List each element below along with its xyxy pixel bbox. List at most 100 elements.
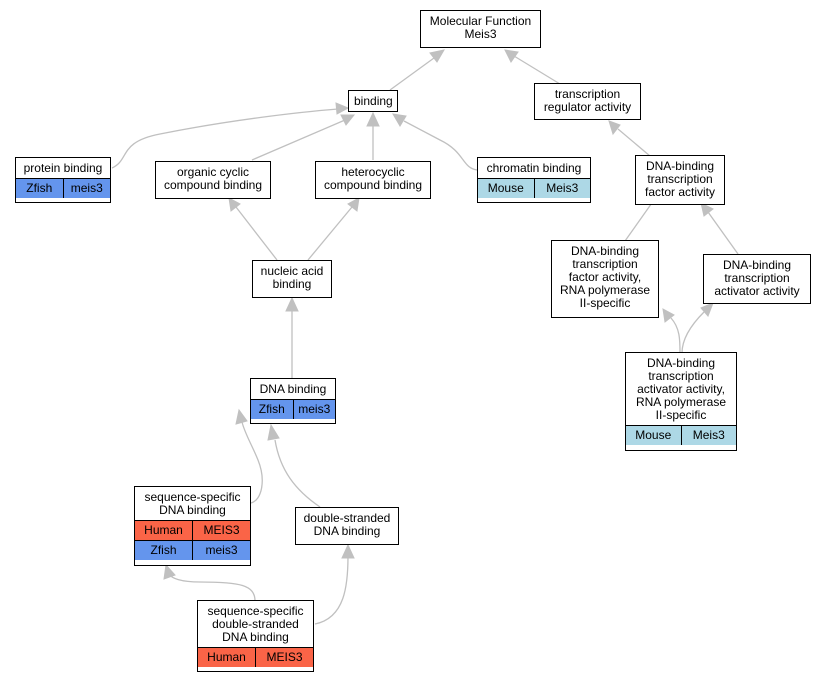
arrowhead [340, 114, 356, 126]
node-label-line: Meis3 [464, 27, 497, 41]
node-label-line: factor activity, [568, 270, 642, 284]
node-label-line: organic cyclic [176, 165, 250, 179]
gene-cell: meis3 [292, 400, 335, 419]
node-label-line: binding [354, 94, 393, 108]
node-label-line: II-specific [579, 296, 631, 310]
node-label-line: compound binding [323, 178, 423, 192]
species-cell: Mouse [626, 426, 681, 445]
arrowhead [347, 197, 360, 212]
node-protein-binding[interactable]: protein binding Zfish meis3 [15, 157, 111, 203]
node-label-line: transcription [572, 257, 638, 271]
arrowhead [608, 120, 621, 136]
node-label-line: RNA polymerase [635, 395, 727, 409]
gene-cell: Meis3 [533, 179, 590, 198]
node-label-line: DNA binding [313, 524, 381, 538]
node-chromatin-binding[interactable]: chromatin binding Mouse Meis3 [477, 157, 591, 203]
edge-nucleic-acid-to-organic-cyclic [235, 206, 278, 261]
arrowhead [341, 543, 355, 559]
node-label-line: sequence-specific [207, 604, 304, 618]
arrowhead [392, 113, 407, 127]
arrowhead [662, 308, 675, 323]
node-label-line: nucleic acid [260, 264, 324, 278]
annotation-row: Mouse Meis3 [478, 178, 590, 198]
node-label-line: RNA polymerase [559, 283, 651, 297]
arrowhead [700, 302, 714, 317]
annotation-row: Human MEIS3 [198, 647, 313, 667]
arrowhead [504, 49, 519, 63]
gene-cell: meis3 [62, 179, 110, 198]
edge-organic-cyclic-to-binding [251, 119, 346, 161]
annotation-row: Zfish meis3 [16, 178, 110, 198]
species-cell: Human [198, 648, 255, 667]
node-label-line: DNA binding [222, 630, 289, 644]
edge-seq-specific-ds-to-double-stranded [314, 555, 349, 625]
edge-chromatin-to-binding [403, 120, 478, 171]
edge-dbta-pol2-to-dbtf-pol2 [670, 317, 681, 354]
node-label-line: sequence-specific [144, 490, 241, 504]
annotation-row: Mouse Meis3 [626, 425, 736, 445]
arrowhead [163, 563, 176, 580]
edge-dbta-pol2-to-dbta [681, 311, 705, 354]
node-label-line: compound binding [163, 178, 263, 192]
node-dna-binding[interactable]: DNA binding Zfish meis3 [250, 378, 336, 424]
node-label-line: double-stranded [303, 511, 391, 525]
node-label-line: heterocyclic [341, 165, 405, 179]
node-label-line: DNA-binding [570, 244, 640, 258]
arrowhead [267, 423, 280, 441]
annotation-row: Zfish meis3 [135, 540, 250, 560]
edge-seq-specific-ds-to-seq-specific [169, 574, 256, 602]
edge-dbtf-to-transcription-regulator [617, 128, 651, 157]
node-label-line: regulator activity [543, 100, 632, 114]
node-label-line: transcription [724, 271, 790, 285]
arrowhead [700, 202, 714, 217]
arrowhead [429, 49, 446, 63]
gene-cell: Meis3 [680, 426, 736, 445]
arrowhead [285, 296, 299, 312]
node-label-line: DNA binding [159, 503, 226, 517]
edge-binding-to-root [389, 57, 435, 91]
node-label-line: activator activity, [637, 382, 725, 396]
node-label-line: Molecular Function [429, 14, 532, 28]
species-cell: Zfish [251, 400, 293, 419]
node-label-line: II-specific [655, 408, 707, 422]
edge-double-stranded-to-dna-binding [274, 439, 321, 508]
edge-dbta-to-dbtf [707, 211, 739, 255]
edge-nucleic-acid-to-heterocyclic [307, 206, 353, 261]
edge-protein-binding-to-binding [111, 108, 339, 169]
node-label-line: chromatin binding [486, 161, 582, 175]
node-label-line: transcription [648, 369, 714, 383]
node-label-line: factor activity [644, 185, 716, 199]
node-label-line: double-stranded [212, 617, 299, 631]
arrowhead [235, 408, 248, 425]
node-label-line: transcription [647, 172, 713, 186]
annotation-row: Human MEIS3 [135, 520, 250, 540]
gene-cell: meis3 [192, 541, 250, 560]
annotation-row: Zfish meis3 [251, 399, 335, 419]
node-binding[interactable]: binding [348, 90, 398, 112]
node-label-line: activator activity [714, 284, 800, 298]
node-label-line: binding [272, 277, 312, 291]
node-label-line: DNA-binding [645, 159, 715, 173]
node-label-line: DNA binding [259, 382, 327, 396]
species-cell: Human [135, 521, 192, 540]
node-label-line: transcription [554, 87, 621, 101]
species-cell: Zfish [16, 179, 63, 198]
node-label-line: DNA-binding [722, 258, 792, 272]
node-label-line: protein binding [23, 161, 103, 175]
edge-transcription-regulator-to-root [513, 55, 561, 85]
species-cell: Zfish [135, 541, 192, 560]
arrowhead [228, 197, 241, 212]
